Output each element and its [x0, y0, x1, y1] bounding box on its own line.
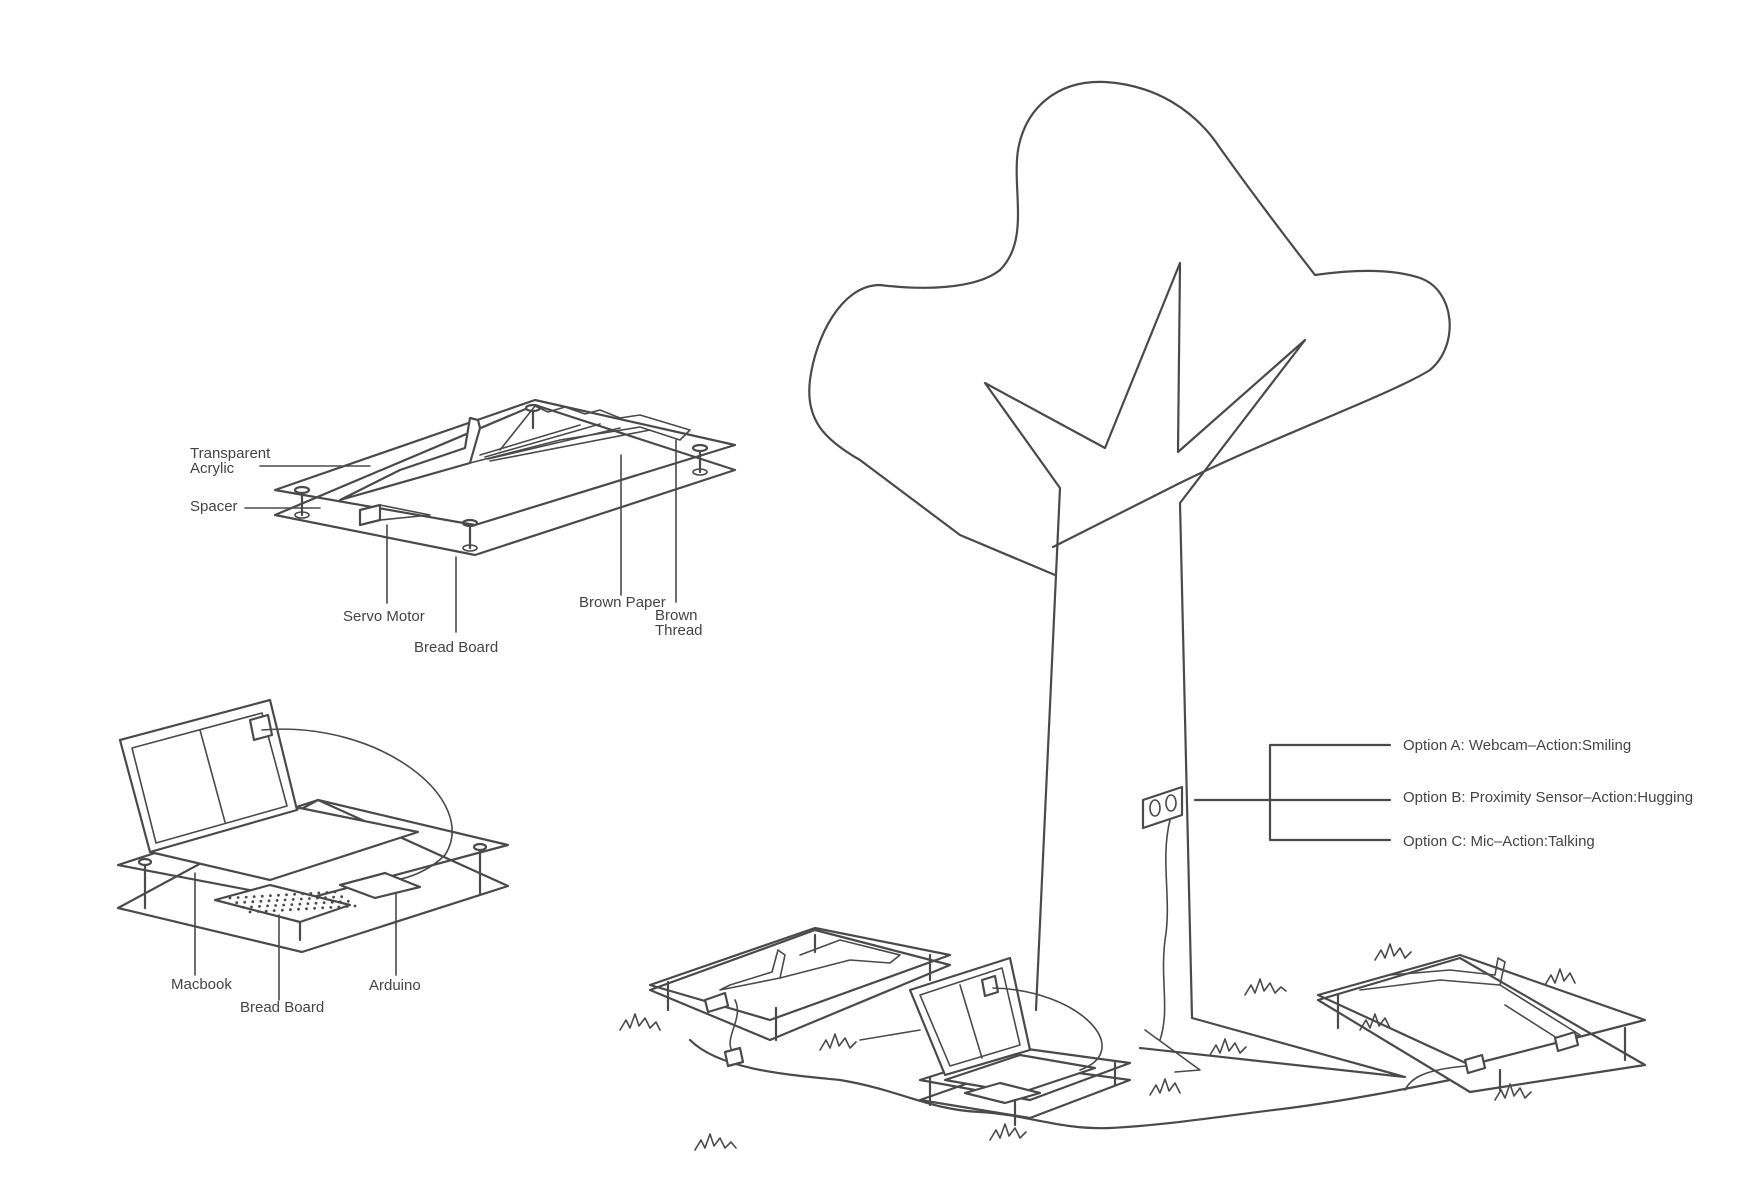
bread-board-hole: [282, 903, 286, 907]
bread-board-hole: [266, 904, 269, 908]
bread-board-hole: [316, 896, 319, 900]
bread-board-hole: [293, 892, 296, 896]
bread-board-hole: [236, 896, 240, 899]
scene-laptop-unit: [859, 956, 1132, 1127]
label-bread-board-top: Bread Board: [414, 639, 498, 656]
bread-board-hole: [305, 907, 308, 911]
bread-board-hole: [248, 910, 252, 914]
bread-board-hole: [283, 898, 287, 902]
bread-board-plate: [273, 403, 737, 557]
bread-board-hole: [314, 901, 318, 905]
bread-board-hole: [289, 908, 292, 912]
label-acrylic: Acrylic: [190, 460, 235, 477]
laptop-assembly: Macbook Bread Board Arduino: [116, 698, 510, 1016]
bread-board-hole: [252, 895, 256, 898]
scene-hand-unit-left: [648, 926, 952, 1068]
bread-board-hole: [260, 894, 264, 898]
bread-board-hole: [235, 901, 239, 905]
bread-board-hole: [264, 909, 268, 913]
bread-board-hole: [277, 893, 280, 897]
bread-board-hole: [290, 903, 294, 906]
label-spacer: Spacer: [190, 498, 238, 515]
bread-board-hole: [345, 905, 349, 908]
tree-canopy: [808, 80, 1451, 577]
bread-board-hole: [317, 891, 321, 895]
ground-outline: [688, 1038, 1452, 1130]
bread-board-hole: [325, 891, 329, 894]
acrylic-plate: [273, 398, 737, 527]
bread-board-hole: [309, 892, 313, 895]
label-thread: Thread: [655, 622, 703, 639]
bread-board-hole: [256, 910, 260, 913]
bread-board-hole: [308, 897, 311, 900]
bread-board-hole: [243, 900, 247, 904]
sensor-wire: [1159, 819, 1171, 1041]
bread-board-hole: [291, 898, 295, 901]
bread-board-hole: [258, 905, 261, 908]
bread-board-hole: [333, 890, 337, 894]
bread-board-hole: [324, 896, 327, 899]
bread-board-hole: [274, 904, 277, 907]
options-callout: Option A: Webcam–Action:Smiling Option B…: [1193, 737, 1693, 850]
option-a-label: Option A: Webcam–Action:Smiling: [1403, 737, 1631, 754]
label-brown-paper: Brown Paper: [579, 594, 666, 611]
label-macbook: Macbook: [171, 976, 232, 993]
bread-board-hole: [301, 892, 305, 896]
bread-board-hole: [332, 895, 335, 899]
label-bread-board-laptop: Bread Board: [240, 999, 324, 1016]
bread-board-hole: [251, 900, 255, 904]
bread-board-hole: [338, 900, 342, 904]
bread-board-holes: [228, 890, 357, 914]
bread-board-hole: [297, 907, 300, 911]
bread-board-hole: [313, 906, 316, 910]
grass-tufts: [619, 943, 1576, 1151]
bread-board-hole: [272, 909, 276, 912]
bread-board-hole: [306, 902, 310, 905]
sensor-box: [1141, 785, 1184, 830]
scene-hand-unit-right: [1316, 953, 1647, 1094]
tree-root: [1144, 1029, 1201, 1073]
option-c-label: Option C: Mic–Action:Talking: [1403, 833, 1595, 850]
bread-board-hole: [228, 896, 232, 900]
label-arduino: Arduino: [369, 977, 421, 994]
label-servo-motor: Servo Motor: [343, 608, 425, 625]
bread-board-hole: [275, 899, 279, 902]
paper-hand: [338, 416, 482, 502]
laptop-bread-board: [213, 883, 352, 924]
bread-board-hole: [322, 901, 326, 905]
arduino-board: [338, 871, 422, 900]
tree-trunk: [983, 261, 1407, 1079]
label-brown: Brown: [655, 607, 698, 624]
bread-board-hole: [285, 893, 288, 897]
bread-board-hole: [298, 902, 302, 906]
bread-board-hole: [244, 895, 248, 899]
paper-hand-assembly: Transparent Acrylic Spacer Servo Motor B…: [190, 398, 737, 656]
bread-board-hole: [330, 900, 334, 904]
bread-board-hole: [269, 894, 272, 898]
bread-board-hole: [329, 906, 333, 909]
bread-board-hole: [346, 899, 350, 903]
bread-board-hole: [321, 906, 325, 910]
bread-board-hole: [259, 899, 263, 903]
label-transparent: Transparent: [190, 445, 271, 462]
option-b-label: Option B: Proximity Sensor–Action:Huggin…: [1403, 789, 1693, 806]
bread-board-hole: [280, 908, 284, 912]
bread-board-hole: [340, 895, 344, 899]
bread-board-hole: [250, 905, 253, 909]
tree: [808, 80, 1451, 1079]
bread-board-hole: [337, 905, 341, 909]
bread-board-hole: [267, 899, 271, 903]
bread-board-hole: [241, 905, 245, 909]
bread-board-hole: [353, 904, 357, 908]
bread-board-hole: [299, 897, 303, 901]
